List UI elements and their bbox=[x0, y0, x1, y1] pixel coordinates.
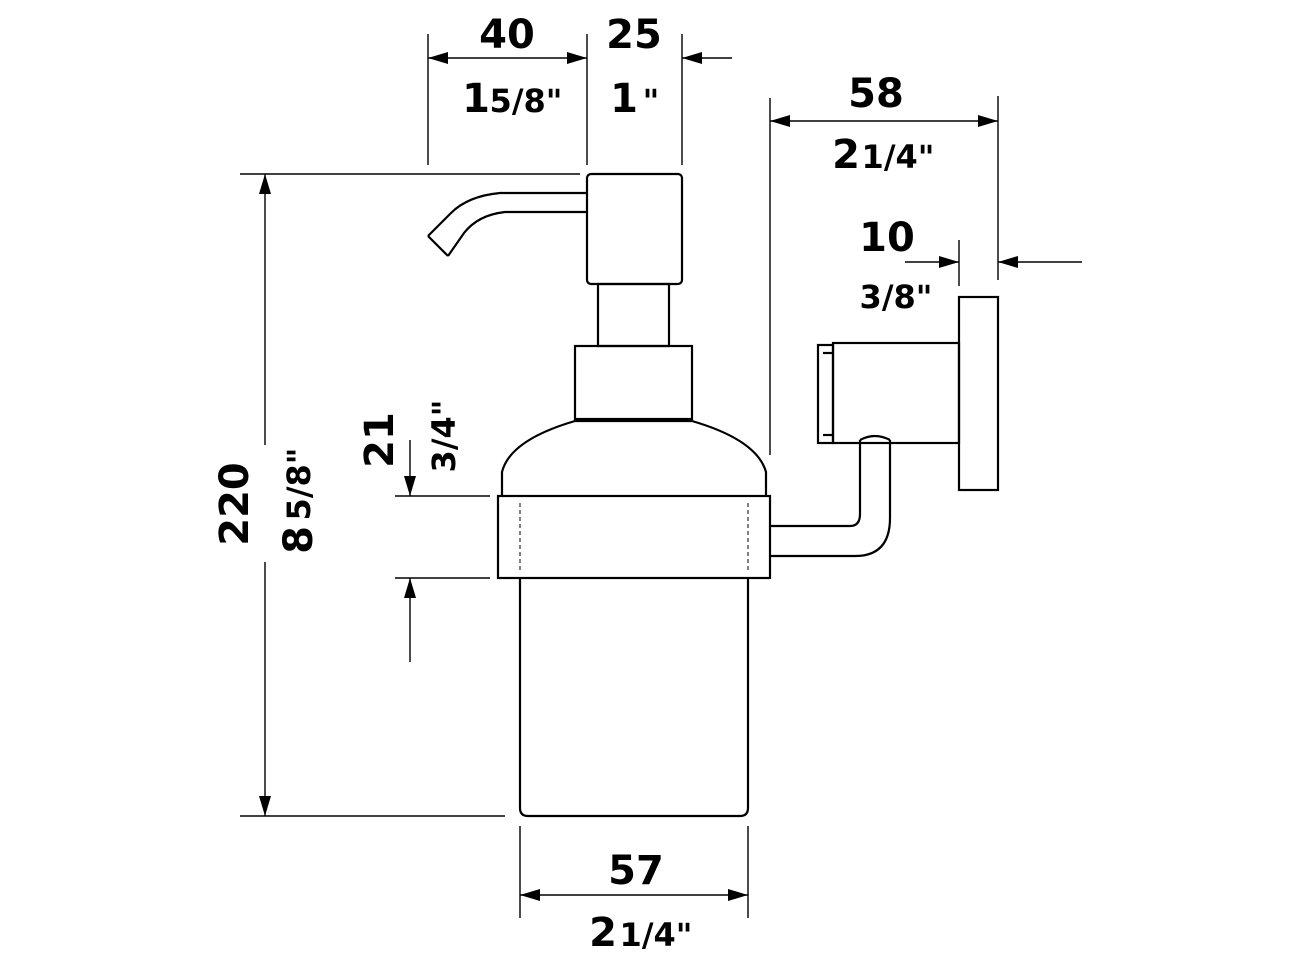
dim-glass-width-inch-whole: 2 bbox=[589, 910, 617, 956]
bracket-body bbox=[831, 341, 961, 445]
dim-height-line bbox=[259, 174, 271, 816]
dim-ring-offset-line bbox=[404, 440, 416, 662]
dim-projection-line bbox=[770, 115, 998, 127]
dim-pump-width-mm: 25 bbox=[606, 12, 662, 58]
dim-pump-width-inch-whole: 1 bbox=[610, 76, 638, 122]
wall-bracket bbox=[770, 295, 1000, 558]
dim-spout-reach-inch-whole: 1 bbox=[462, 76, 490, 122]
dim-glass-width-mm: 57 bbox=[608, 848, 664, 894]
dim-spout-reach-line bbox=[428, 52, 587, 64]
pump-head bbox=[585, 172, 684, 286]
dim-spout-reach-inch-frac: 5/8" bbox=[490, 82, 563, 120]
spout bbox=[427, 191, 587, 257]
dim-pump-width-line bbox=[682, 52, 732, 64]
dim-ring-offset-inch: 3/4" bbox=[425, 400, 463, 473]
dim-projection-mm: 58 bbox=[848, 71, 904, 117]
dim-projection-inch-frac: 1/4" bbox=[862, 138, 935, 176]
dim-height-mm: 220 bbox=[212, 462, 258, 546]
glass-container bbox=[518, 578, 750, 818]
wall-plate bbox=[957, 295, 1000, 492]
dim-height-inch-frac: 5/8" bbox=[280, 448, 318, 521]
soap-dispenser bbox=[427, 172, 772, 818]
dim-ring-offset-mm: 21 bbox=[357, 412, 403, 468]
dim-spout-reach-mm: 40 bbox=[479, 12, 535, 58]
dome-cap bbox=[500, 419, 768, 496]
dim-plate-depth-inch: 3/8" bbox=[860, 278, 933, 316]
dim-projection-inch-whole: 2 bbox=[832, 132, 860, 178]
pump-neck bbox=[596, 282, 671, 348]
bracket-arm bbox=[770, 440, 892, 558]
holder-ring bbox=[496, 494, 772, 580]
dim-glass-width-line bbox=[520, 889, 748, 901]
pump-collar bbox=[573, 344, 694, 421]
extension-lines bbox=[240, 34, 999, 918]
dim-plate-depth-line bbox=[905, 256, 1082, 268]
dim-height-inch-whole: 8 bbox=[276, 526, 322, 554]
dim-glass-width-inch-frac: 1/4" bbox=[620, 916, 693, 954]
dim-plate-depth-mm: 10 bbox=[859, 215, 915, 261]
dim-pump-width-inch-frac: " bbox=[643, 82, 660, 120]
